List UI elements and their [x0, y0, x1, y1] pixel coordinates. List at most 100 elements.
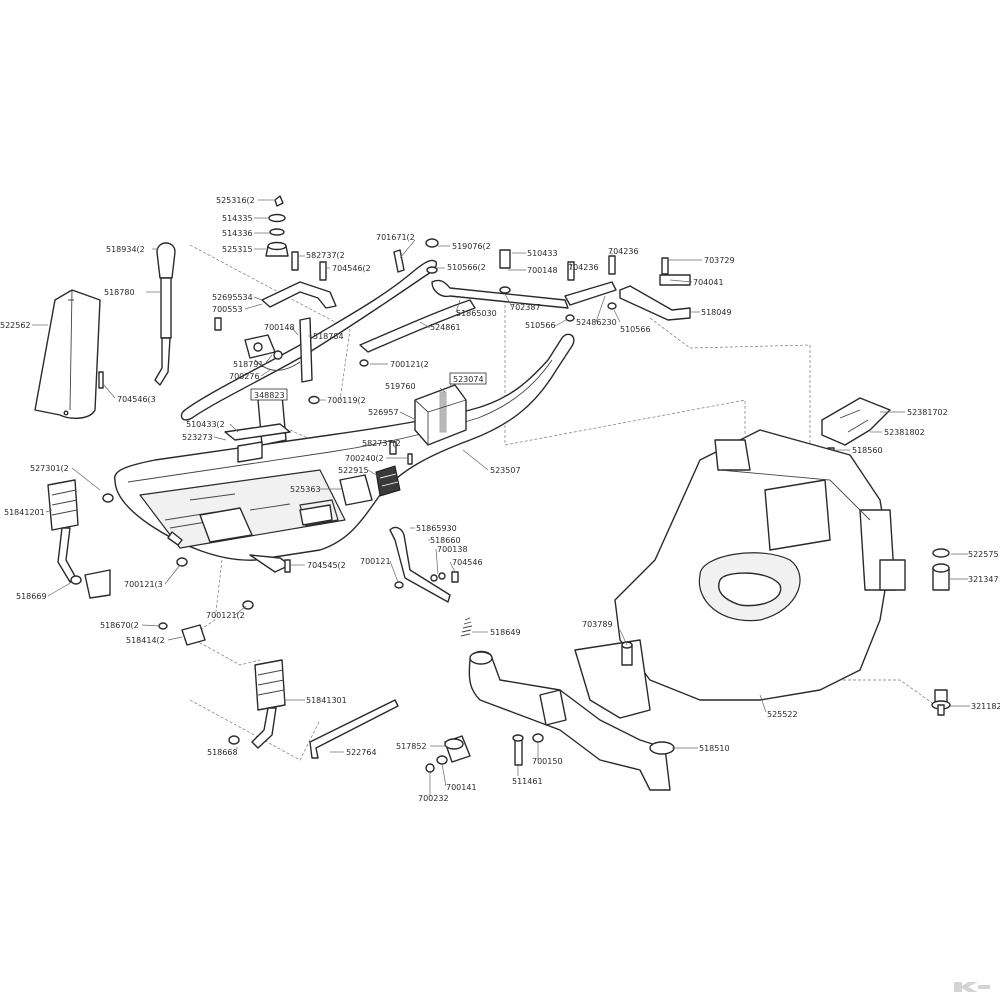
- callout-label: 700141: [446, 783, 477, 792]
- callout-label: 321347: [968, 575, 999, 584]
- callout-label: 525315: [222, 245, 253, 254]
- callout-label: 525363: [290, 485, 321, 494]
- callout-label: 700276: [229, 372, 260, 381]
- callout-label-boxed: 523074: [453, 375, 484, 384]
- callout-label: 523507: [490, 466, 521, 475]
- callout-label: 514335: [222, 214, 253, 223]
- callout-label: 703789: [582, 620, 613, 629]
- bracket-52695534: [214, 251, 337, 331]
- callout-label: 702387: [510, 303, 541, 312]
- callout-label: 52486230: [576, 318, 617, 327]
- callout-label: 582737(2: [362, 439, 401, 448]
- callout-label-boxed: 348823: [254, 391, 285, 400]
- callout-label: 517852: [396, 742, 427, 751]
- callout-label: 700240(2: [345, 454, 384, 463]
- brand-logo-icon: [954, 982, 990, 992]
- callout-label: 522575: [968, 550, 999, 559]
- callout-label: 51841201: [4, 508, 45, 517]
- callout-label: 321182: [971, 702, 1000, 711]
- callout-label: 700150: [532, 757, 563, 766]
- callout-label: 700121(3: [124, 580, 163, 589]
- callout-label: 52381702: [907, 408, 948, 417]
- callout-label: 523273: [182, 433, 213, 442]
- pedal-51841301: [228, 659, 286, 749]
- callout-label: 518560: [852, 446, 883, 455]
- callout-label: 51865930: [416, 524, 457, 533]
- callout-label: 510566: [525, 321, 556, 330]
- linkage-rods: [431, 249, 617, 322]
- lever-assembly-518784: [244, 317, 313, 383]
- callout-label: 582737(2: [306, 251, 345, 260]
- pins: [308, 238, 439, 405]
- callout-label: 510566: [620, 325, 651, 334]
- leader-lines: [32, 199, 970, 796]
- callout-label: 511461: [512, 777, 543, 786]
- callout-label: 700232: [418, 794, 449, 803]
- callout-label: 510566(2: [447, 263, 486, 272]
- callout-label: 518649: [490, 628, 521, 637]
- callout-label: 510433(2: [186, 420, 225, 429]
- callout-label: 704546(3: [117, 395, 156, 404]
- pedal-51841201: [47, 479, 114, 599]
- callout-label: 522915: [338, 466, 369, 475]
- callout-label: 522764: [346, 748, 377, 757]
- callout-label: 700148: [527, 266, 558, 275]
- control-box-519760: [389, 384, 467, 465]
- callout-label: 703729: [704, 256, 735, 265]
- callout-label: 525316(2: [216, 196, 255, 205]
- callout-label: 704236: [608, 247, 639, 256]
- small-hardware: [158, 557, 633, 666]
- callout-label: 518784: [313, 332, 344, 341]
- callout-label: 510433: [527, 249, 558, 258]
- assembly-guide-lines: [184, 244, 936, 761]
- cover-panel-522562: [34, 289, 104, 419]
- callout-label: 52695534: [212, 293, 253, 302]
- callout-label: 700553: [212, 305, 243, 314]
- callout-label: 518934(2: [106, 245, 145, 254]
- callout-label: 518668: [207, 748, 238, 757]
- callout-label: 514336: [222, 229, 253, 238]
- plate-348823: [224, 394, 291, 463]
- callout-label: 518670(2: [100, 621, 139, 630]
- bushing-assembly: [425, 733, 544, 773]
- callout-labels: 525316(2 514335 514336 525315 518934(2 5…: [0, 196, 1000, 803]
- callout-label: 52381802: [884, 428, 925, 437]
- callout-label: 51865030: [456, 309, 497, 318]
- callout-label: 519076(2: [452, 242, 491, 251]
- callout-label: 704546(2: [332, 264, 371, 273]
- callout-label: 518791: [233, 360, 264, 369]
- callout-label: 704236: [568, 263, 599, 272]
- callout-label: 518660: [430, 536, 461, 545]
- callout-label: 700121(2: [206, 611, 245, 620]
- callout-label: 700121: [360, 557, 391, 566]
- callout-label: 704041: [693, 278, 724, 287]
- callout-label: 704545(2: [307, 561, 346, 570]
- callout-label: 700119(2: [327, 396, 366, 405]
- callout-label: 522562: [0, 321, 31, 330]
- callout-label: 518669: [16, 592, 47, 601]
- gear-lever-518780: [154, 242, 176, 386]
- callout-label: 525522: [767, 710, 798, 719]
- rear-fittings: [931, 548, 951, 716]
- bracket-525363: [299, 474, 373, 526]
- callout-label: 518414(2: [126, 636, 165, 645]
- connector-522915: [375, 465, 401, 497]
- callout-label: 527301(2: [30, 464, 69, 473]
- knob-assembly: [265, 195, 289, 257]
- callout-label: 700121(2: [390, 360, 429, 369]
- callout-label: 700138: [437, 545, 468, 554]
- axle-support-518510: [468, 639, 675, 791]
- callout-label: 519760: [385, 382, 416, 391]
- callout-label: 526957: [368, 408, 399, 417]
- mower-deck-525522: [614, 429, 906, 701]
- callout-label: 518049: [701, 308, 732, 317]
- rod-522764: [309, 699, 399, 759]
- callout-label: 524861: [430, 323, 461, 332]
- callout-label: 701671(2: [376, 233, 415, 242]
- callout-label: 518510: [699, 744, 730, 753]
- callout-label: 700148: [264, 323, 295, 332]
- callout-label: 518780: [104, 288, 135, 297]
- arm-518049: [619, 257, 691, 321]
